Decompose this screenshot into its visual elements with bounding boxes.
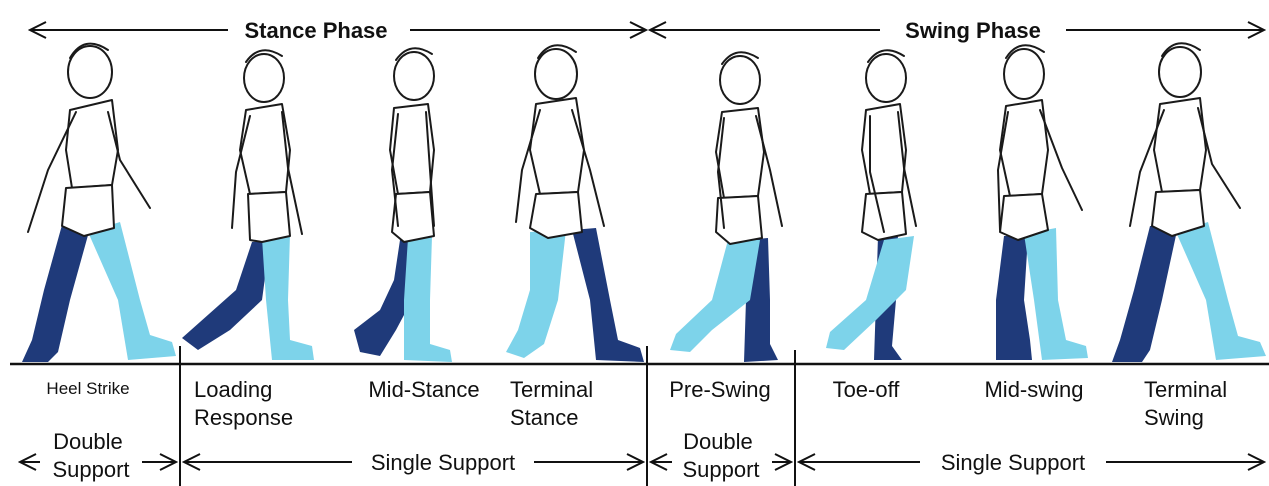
walking-figure-icon <box>182 49 314 360</box>
right-leg <box>572 228 644 362</box>
event-terminal-swing: Terminal Swing <box>1144 377 1233 430</box>
event-heel-strike: Heel Strike <box>46 379 129 398</box>
event-pre-swing: Pre-Swing <box>669 377 770 402</box>
walking-figure-icon <box>1112 42 1266 362</box>
event-mid-stance: Mid-Stance <box>368 377 479 402</box>
walking-figure-icon <box>354 47 452 362</box>
walking-figure-icon <box>670 51 783 362</box>
walking-figure-icon <box>22 42 176 362</box>
single-support-label: Single Support <box>941 450 1085 475</box>
event-terminal-stance: Terminal Stance <box>510 377 599 430</box>
event-toe-off: Toe-off <box>833 377 901 402</box>
right-leg <box>354 240 414 356</box>
double-support-label: Double Support <box>682 429 759 482</box>
left-leg <box>506 230 566 358</box>
right-leg <box>1112 226 1178 362</box>
right-leg <box>22 225 90 362</box>
left-leg <box>826 236 914 350</box>
single-support-label: Single Support <box>371 450 515 475</box>
left-leg <box>1176 222 1266 360</box>
event-loading-response: Loading Response <box>194 377 293 430</box>
walking-figure-icon <box>996 44 1088 360</box>
swing-phase-label: Swing Phase <box>905 18 1041 43</box>
stance-phase-label: Stance Phase <box>244 18 387 43</box>
left-leg <box>670 240 760 352</box>
left-leg <box>1024 228 1088 360</box>
double-support-label: Double Support <box>52 429 129 482</box>
left-leg <box>404 236 452 362</box>
left-leg <box>88 222 176 360</box>
walking-figure-icon <box>826 49 917 360</box>
walking-figure-icon <box>506 44 644 362</box>
event-mid-swing: Mid-swing <box>984 377 1083 402</box>
right-leg <box>182 240 270 350</box>
left-leg <box>262 234 314 360</box>
right-leg <box>996 236 1032 360</box>
